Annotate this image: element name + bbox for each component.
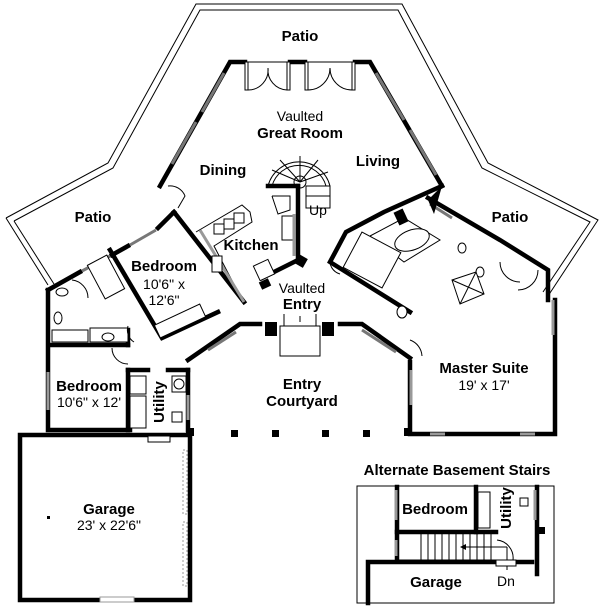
- room-label-great-room-vaulted: Vaulted: [277, 108, 323, 124]
- entry-walls: [184, 314, 414, 437]
- room-label-master-suite-dim: 19' x 17': [458, 377, 509, 393]
- left-wing-walls: [44, 208, 248, 433]
- room-label-patio-left: Patio: [75, 209, 112, 226]
- inset-title: Alternate Basement Stairs: [364, 462, 551, 479]
- stairs-up-label: Up: [309, 202, 327, 218]
- room-label-patio-top: Patio: [282, 28, 319, 45]
- room-label-bedroom-3: Bedroom: [56, 378, 122, 395]
- room-label-entry-vaulted: Vaulted: [279, 280, 325, 296]
- room-label-bedroom-2-dim1: 10'6" x: [143, 276, 185, 292]
- room-label-bedroom-2: Bedroom: [131, 258, 197, 275]
- basement-stairs-inset: [356, 484, 555, 606]
- patio-outline: [5, 3, 599, 297]
- room-label-bedroom-2-dim2: 12'6": [148, 292, 179, 308]
- inset-label-utility: Utility: [498, 487, 515, 529]
- kitchen-stairs: [167, 156, 331, 303]
- master-suite-walls: [327, 183, 558, 437]
- garage-walls: [17, 432, 193, 603]
- room-label-entry-courtyard-2: Courtyard: [266, 393, 338, 410]
- room-label-dining: Dining: [200, 162, 247, 179]
- room-label-great-room: Great Room: [257, 125, 343, 142]
- room-label-kitchen: Kitchen: [223, 237, 278, 254]
- room-label-garage: Garage: [83, 501, 135, 518]
- room-label-entry: Entry: [283, 296, 322, 313]
- room-label-garage-dim: 23' x 22'6": [77, 517, 141, 533]
- inset-stairs-down-label: Dn: [497, 573, 515, 589]
- room-label-living: Living: [356, 153, 400, 170]
- room-label-bedroom-3-dim: 10'6" x 12': [57, 394, 121, 410]
- room-label-master-suite: Master Suite: [439, 360, 528, 377]
- room-label-utility: Utility: [151, 381, 168, 423]
- inset-label-garage: Garage: [410, 574, 462, 591]
- great-room-walls: [156, 59, 446, 190]
- room-label-entry-courtyard-1: Entry: [283, 376, 322, 393]
- inset-label-bedroom: Bedroom: [402, 501, 468, 518]
- room-label-patio-right: Patio: [492, 209, 529, 226]
